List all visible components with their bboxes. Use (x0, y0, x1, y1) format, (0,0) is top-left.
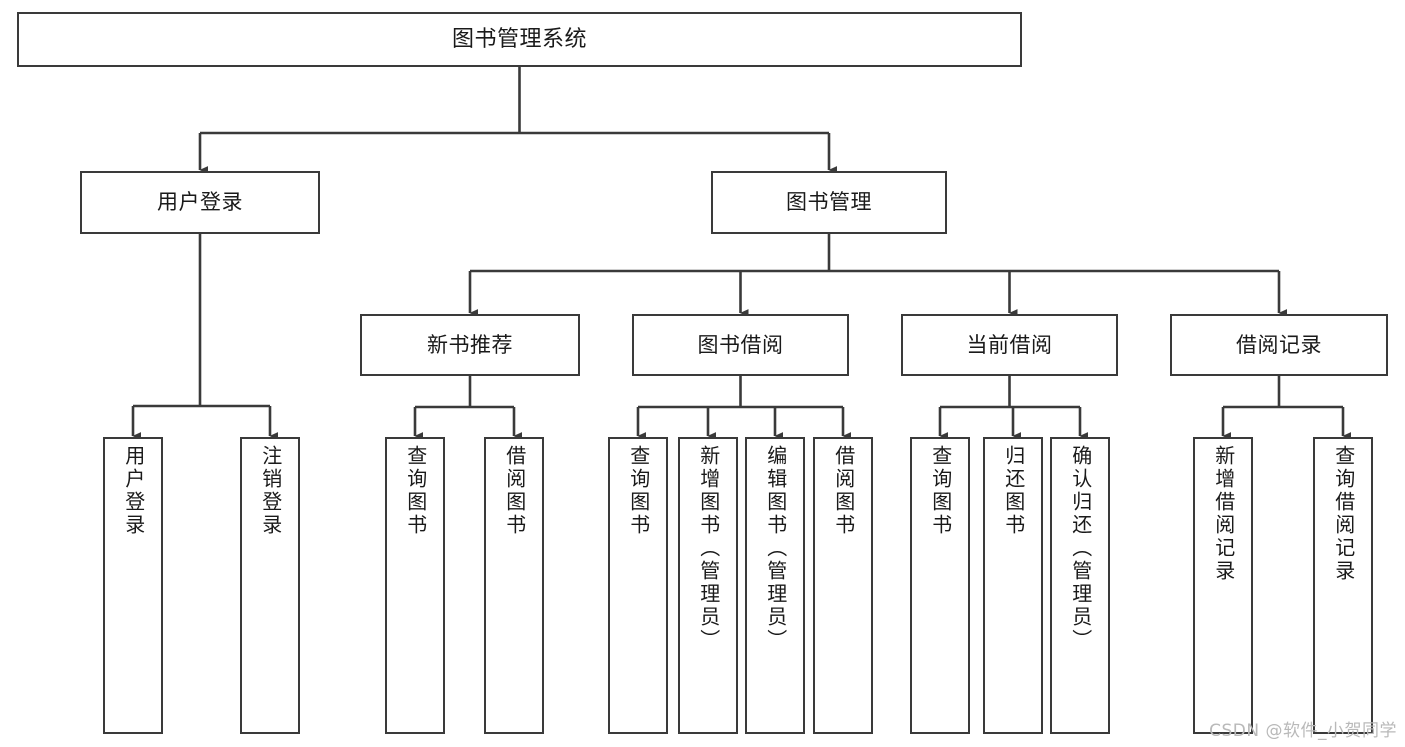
node-label: 新增图书（管理员） (696, 445, 721, 652)
node-label: 借阅图书 (831, 445, 856, 537)
node-label: 确认归还（管理员） (1068, 445, 1093, 652)
leaf-user-login[interactable]: 用户登录 (103, 437, 163, 734)
node-label: 新增借阅记录 (1211, 445, 1236, 583)
node-label: 注销登录 (258, 445, 283, 537)
leaf-borrow-book-1[interactable]: 借阅图书 (484, 437, 544, 734)
node-label: 查询借阅记录 (1331, 445, 1356, 583)
node-user-login[interactable]: 用户登录 (80, 171, 320, 234)
node-label: 查询图书 (626, 445, 651, 537)
node-label: 查询图书 (928, 445, 953, 537)
node-book-borrow[interactable]: 图书借阅 (632, 314, 849, 376)
leaf-query-book-2[interactable]: 查询图书 (608, 437, 668, 734)
node-label: 用户登录 (121, 445, 146, 537)
node-label: 图书借阅 (697, 332, 784, 357)
node-root[interactable]: 图书管理系统 (17, 12, 1022, 67)
node-label: 图书管理系统 (451, 26, 587, 52)
node-borrow-record[interactable]: 借阅记录 (1170, 314, 1388, 376)
leaf-query-book-1[interactable]: 查询图书 (385, 437, 445, 734)
node-label: 查询图书 (403, 445, 428, 537)
node-label: 借阅图书 (502, 445, 527, 537)
node-label: 新书推荐 (427, 332, 513, 357)
leaf-query-book-3[interactable]: 查询图书 (910, 437, 970, 734)
node-label: 图书管理 (786, 190, 872, 215)
leaf-logout[interactable]: 注销登录 (240, 437, 300, 734)
node-label: 用户登录 (157, 190, 243, 215)
leaf-query-borrow-record[interactable]: 查询借阅记录 (1313, 437, 1373, 734)
node-current-borrow[interactable]: 当前借阅 (901, 314, 1118, 376)
leaf-edit-book[interactable]: 编辑图书（管理员） (745, 437, 805, 734)
leaf-add-borrow-record[interactable]: 新增借阅记录 (1193, 437, 1253, 734)
node-label: 编辑图书（管理员） (763, 445, 788, 652)
node-new-book-recommend[interactable]: 新书推荐 (360, 314, 580, 376)
leaf-add-book[interactable]: 新增图书（管理员） (678, 437, 738, 734)
node-label: 当前借阅 (966, 332, 1053, 357)
node-label: 借阅记录 (1236, 332, 1322, 357)
node-book-manage[interactable]: 图书管理 (711, 171, 947, 234)
leaf-confirm-return[interactable]: 确认归还（管理员） (1050, 437, 1110, 734)
leaf-borrow-book-2[interactable]: 借阅图书 (813, 437, 873, 734)
leaf-return-book[interactable]: 归还图书 (983, 437, 1043, 734)
watermark: CSDN @软件_小贺同学 (1209, 721, 1397, 741)
node-label: 归还图书 (1001, 445, 1026, 537)
